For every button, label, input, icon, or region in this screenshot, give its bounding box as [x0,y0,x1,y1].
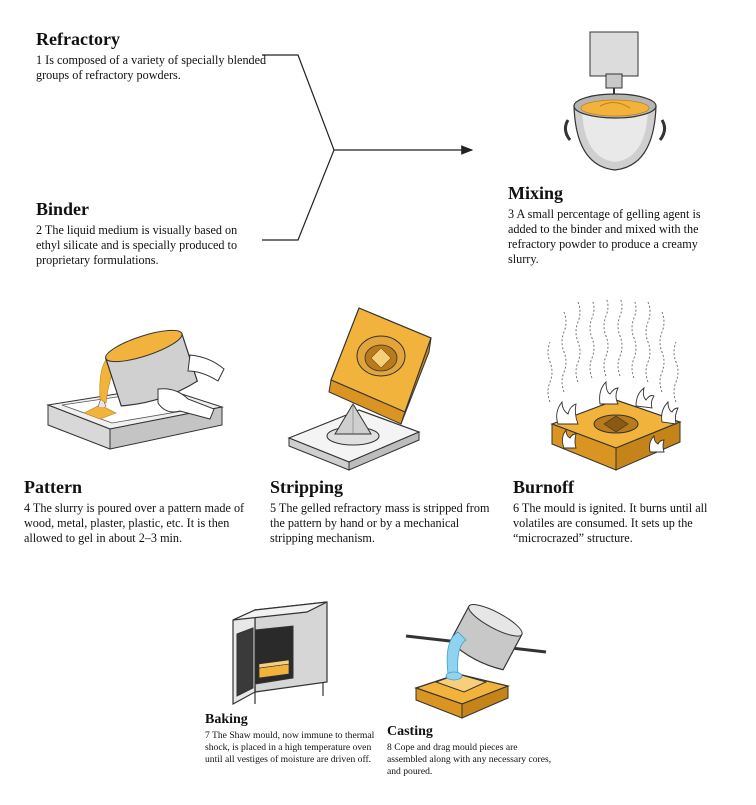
step-pattern: Pattern 4 The slurry is poured over a pa… [24,476,246,546]
step-binder: Binder 2 The liquid medium is visually b… [36,198,256,268]
mixer-bowl-icon [563,31,667,171]
step-description: 2 The liquid medium is visually based on… [36,223,238,267]
step-baking: Baking 7 The Shaw mould, now immune to t… [205,711,377,766]
step-description: 4 The slurry is poured over a pattern ma… [24,501,245,545]
step-mixing: Mixing 3 A small percentage of gelling a… [508,182,728,267]
step-description: 6 The mould is ignited. It burns until a… [513,501,708,545]
step-title: Pattern [24,477,82,497]
step-title: Casting [387,724,433,739]
step-description: 1 Is composed of a variety of specially … [36,53,267,82]
step-refractory: Refractory 1 Is composed of a variety of… [36,28,276,83]
step-title: Baking [205,712,248,727]
step-title: Burnoff [513,477,575,497]
step-title: Stripping [270,477,344,497]
step-stripping: Stripping 5 The gelled refractory mass i… [270,476,498,546]
step-title: Mixing [508,183,564,203]
step-burnoff: Burnoff 6 The mould is ignited. It burns… [513,476,741,546]
step-description: 7 The Shaw mould, now immune to thermal … [205,730,375,765]
ladle-icon [405,604,547,719]
oven-icon [232,601,328,706]
step-title: Refractory [36,29,120,49]
step-title: Binder [36,199,90,219]
pouring-pot-icon [46,329,225,450]
flame-icon [547,297,682,471]
step-casting: Casting 8 Cope and drag mould pieces are… [387,723,555,778]
step-description: 3 A small percentage of gelling agent is… [508,207,701,266]
mould-box-icon [287,307,432,471]
step-description: 5 The gelled refractory mass is stripped… [270,501,490,545]
step-description: 8 Cope and drag mould pieces are assembl… [387,742,552,777]
